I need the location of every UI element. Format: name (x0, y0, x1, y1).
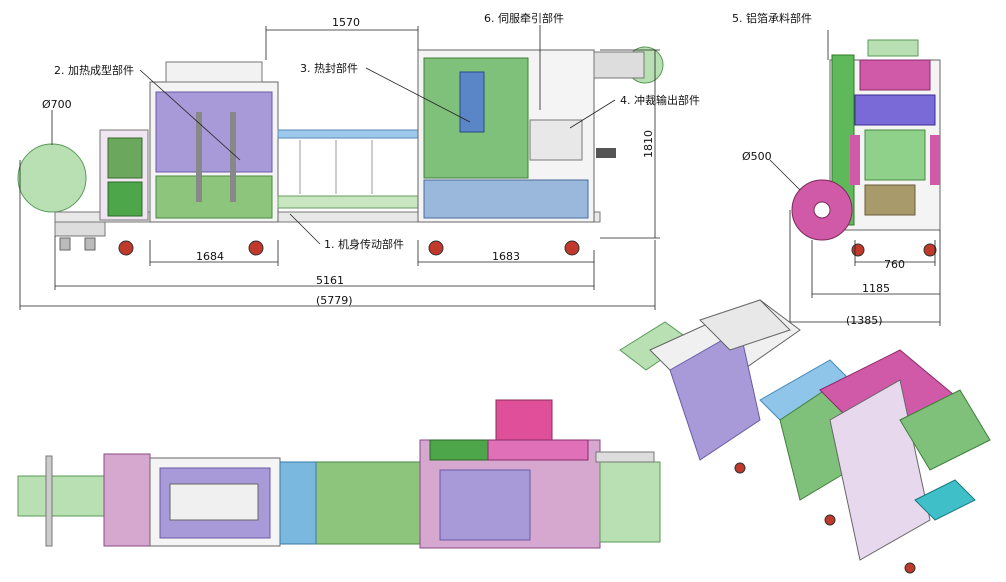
dim-1810: 1810 (642, 130, 655, 158)
dim-dia700: Ø700 (42, 98, 72, 111)
dim-1385: (1385) (846, 314, 883, 327)
label-part1: 1. 机身传动部件 (324, 237, 404, 251)
dim-dia500: Ø500 (742, 150, 772, 163)
label-part6: 6. 伺服牵引部件 (484, 11, 564, 25)
front-view (17, 25, 664, 310)
dim-760: 760 (884, 258, 905, 271)
dim-5779: (5779) (316, 294, 353, 307)
label-part5: 5. 铝箔承料部件 (732, 11, 812, 25)
label-part2: 2. 加热成型部件 (54, 63, 134, 77)
dim-1683: 1683 (492, 250, 520, 263)
dim-1570: 1570 (332, 16, 360, 29)
label-part3: 3. 热封部件 (300, 61, 358, 75)
film-roll-700 (17, 143, 87, 213)
top-view (17, 399, 661, 549)
iso-view (619, 299, 991, 574)
dim-5161: 5161 (316, 274, 344, 287)
dim-1684: 1684 (196, 250, 224, 263)
side-view (769, 30, 941, 326)
dim-1185: 1185 (862, 282, 890, 295)
label-part4: 4. 冲裁输出部件 (620, 93, 700, 107)
